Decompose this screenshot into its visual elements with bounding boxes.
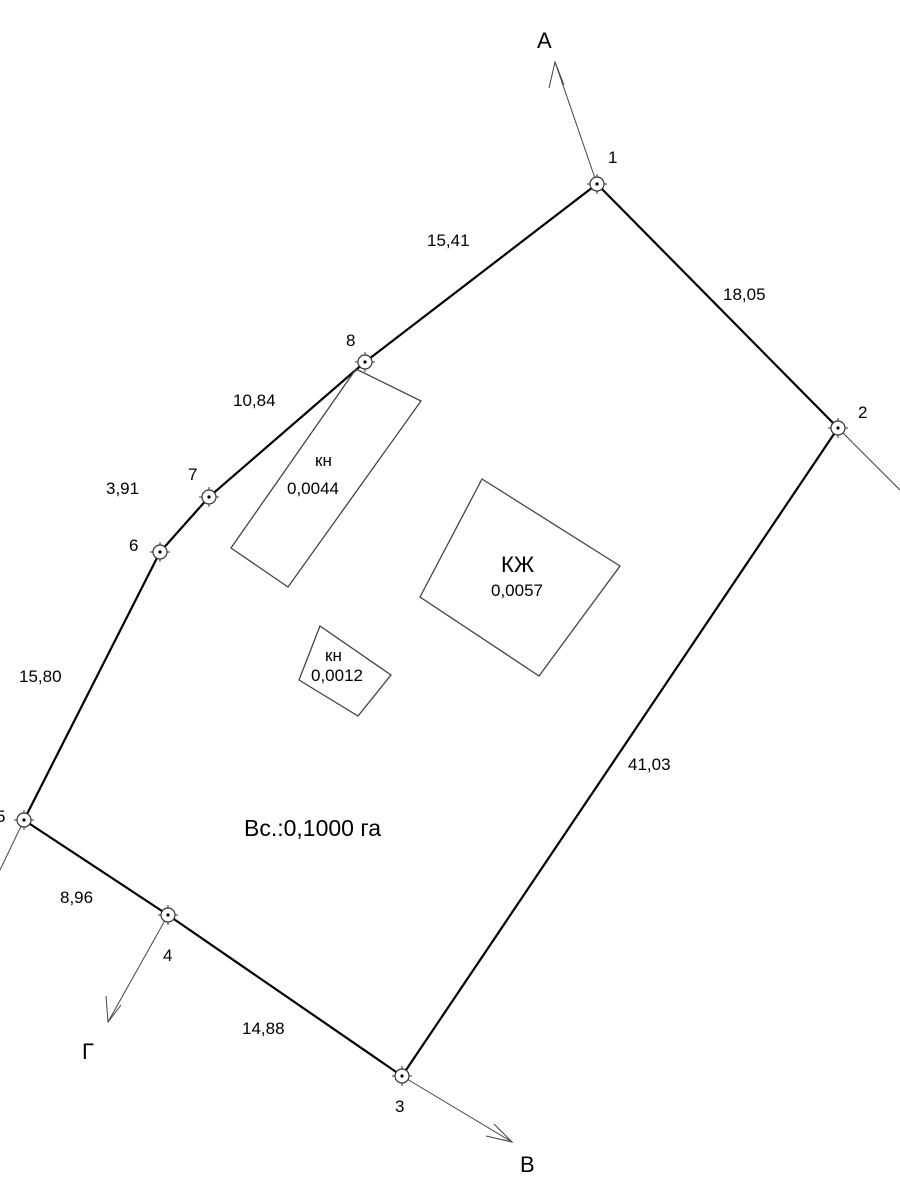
building-code-kn-1: кн [315,451,332,470]
segment-length-6-7: 3,91 [106,479,139,498]
segment-length-7-8: 10,84 [233,391,276,410]
point-label-6: 6 [129,536,138,555]
direction-arrow-g [105,995,122,1024]
point-marker-3 [392,1066,412,1086]
building-area-kn-1: 0,0044 [287,479,339,498]
building-kzh [419,478,621,677]
point-label-4: 4 [163,946,172,965]
direction-label-v: В [520,1152,535,1177]
building-area-kzh: 0,0057 [491,581,543,600]
point-label-5: 5 [0,807,5,826]
direction-arrow-a [548,60,565,89]
point-label-3: 3 [395,1097,404,1116]
building-area-kn-2: 0,0012 [311,666,363,685]
segment-length-3-4: 14,88 [242,1019,285,1038]
direction-label-g: Г [82,1039,94,1064]
segment-length-8-1: 15,41 [427,231,470,250]
building-code-kzh: КЖ [501,552,535,577]
point-marker-2 [828,418,848,438]
segment-length-2-3: 41,03 [628,755,671,774]
point-marker-1 [587,174,607,194]
plot-boundary [22,182,840,1078]
building-kn-2 [298,624,392,717]
point-marker-4 [158,905,178,925]
building-kn-1 [230,368,422,588]
direction-line-v [401,1075,513,1143]
point-marker-6 [150,542,170,562]
point-label-1: 1 [608,148,617,167]
total-area-label: Вс.:0,1000 га [244,815,381,841]
direction-line-g [107,914,169,1023]
direction-line-5 [0,819,25,871]
point-label-2: 2 [858,403,867,422]
point-label-7: 7 [188,465,197,484]
building-code-kn-2: кн [325,646,342,665]
segment-length-4-5: 8,96 [60,888,93,907]
direction-label-a: А [537,28,552,53]
point-marker-8 [355,352,375,372]
point-label-8: 8 [346,331,355,350]
segment-length-1-2: 18,05 [723,285,766,304]
point-marker-7 [199,487,219,507]
segment-length-5-6: 15,80 [19,667,62,686]
direction-line-a [554,61,598,185]
point-marker-5 [14,810,34,830]
direction-line-2 [837,427,900,491]
direction-arrow-v [485,1123,514,1143]
